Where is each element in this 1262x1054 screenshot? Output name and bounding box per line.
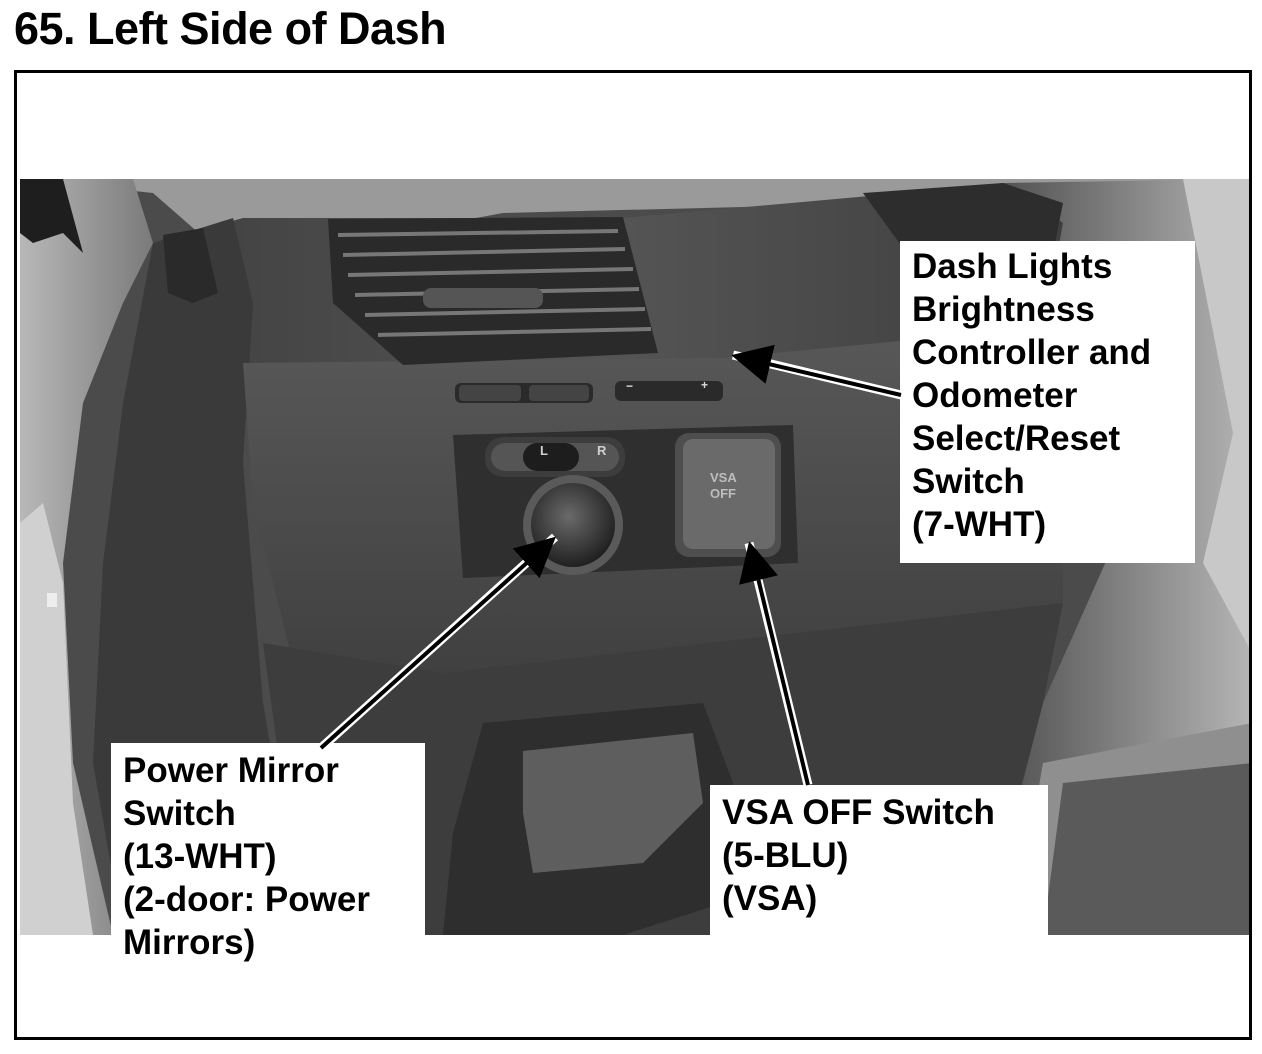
air-vent [328,217,658,365]
brightness-plus-label: + [701,378,709,392]
callout-line: (VSA) [722,879,818,918]
brightness-minus-label: − [626,379,634,393]
callout-line: Brightness [912,290,1095,329]
callout-line: (5-BLU) [722,836,849,875]
callout-vsa-off-switch: VSA OFF Switch (5-BLU) (VSA) [710,785,1048,940]
callout-line: VSA OFF Switch [722,793,995,832]
vsa-switch-label-line2: OFF [710,486,736,501]
callout-line: Switch [912,462,1025,501]
figure-frame: L R VSA OFF − + Dash Lights Brightness C… [14,70,1252,1040]
callout-line: Select/Reset [912,419,1121,458]
mirror-switch-l-label: L [540,443,548,458]
callout-line: (2-door: Power [123,880,370,919]
callout-line: Mirrors) [123,923,256,962]
dash-switch-row [455,381,723,403]
callout-line: (7-WHT) [912,505,1047,544]
vsa-switch-label-line1: VSA [710,470,737,485]
callout-line: Controller and [912,333,1152,372]
callout-line: Power Mirror [123,751,339,790]
callout-dash-lights-brightness: Dash Lights Brightness Controller and Od… [900,241,1195,563]
page-title: 65. Left Side of Dash [14,3,447,54]
callout-line: (13-WHT) [123,837,277,876]
callout-line: Switch [123,794,236,833]
mirror-switch-r-label: R [597,443,607,458]
callout-power-mirror-switch: Power Mirror Switch (13-WHT) (2-door: Po… [111,743,425,1011]
callout-line: Odometer [912,376,1078,415]
callout-line: Dash Lights [912,247,1113,286]
switch-panel [453,425,798,578]
